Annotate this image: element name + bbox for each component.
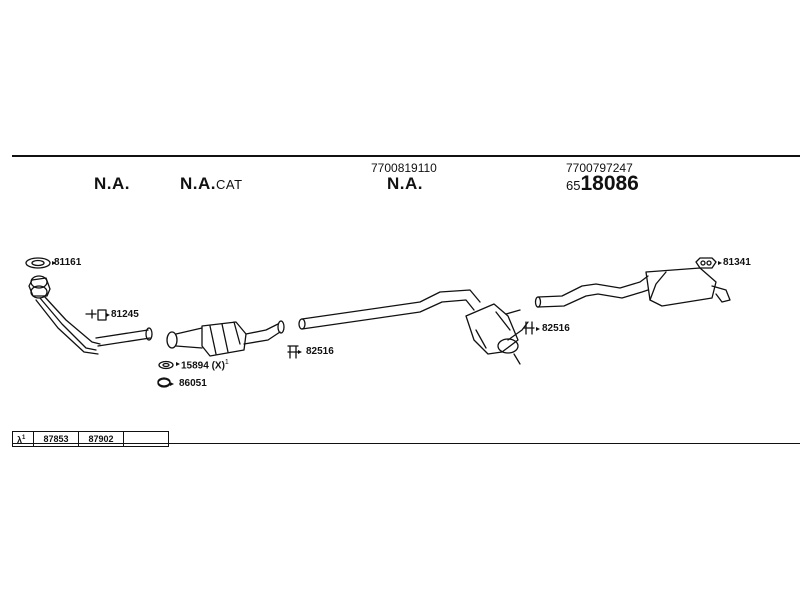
lambda-cell-1: 87853 bbox=[33, 431, 79, 447]
rear-silencer-number: 6518086 bbox=[566, 172, 639, 196]
lambda-sup: 1 bbox=[22, 435, 26, 441]
callout-81161: 81161 bbox=[54, 257, 82, 268]
callout-86051: 86051 bbox=[179, 378, 207, 389]
middle-part-number: 7700819110 bbox=[371, 161, 437, 175]
gasket-81161-icon bbox=[25, 257, 51, 269]
gasket-15894-icon bbox=[158, 360, 174, 370]
callout-15894-mark: 1 bbox=[224, 359, 229, 366]
callout-82516-left: 82516 bbox=[306, 346, 334, 357]
catalyst-suffix: CAT bbox=[216, 177, 243, 192]
ring-86051-icon bbox=[157, 377, 171, 388]
rear-part-number: 7700797247 bbox=[566, 161, 633, 175]
top-rule bbox=[12, 155, 800, 157]
bottom-rule bbox=[12, 443, 800, 444]
section-label-middle: N.A. bbox=[387, 174, 423, 193]
clamp-82516-right-icon bbox=[523, 321, 535, 335]
callout-81341: 81341 bbox=[723, 257, 751, 268]
lambda-cell-2: 87902 bbox=[78, 431, 124, 447]
rear-big-number: 18086 bbox=[580, 172, 639, 195]
section-label-front-pipe: N.A. bbox=[94, 174, 130, 193]
callout-15894: 15894 (X)1 bbox=[181, 359, 229, 371]
hanger-81341-icon bbox=[695, 257, 717, 269]
callout-15894-text: 15894 (X) bbox=[181, 360, 225, 372]
section-label-catalyst: N.A.CAT bbox=[180, 174, 243, 193]
clamp-81245-icon bbox=[85, 309, 107, 321]
middle-pipe-icon bbox=[298, 289, 529, 365]
lambda-cell-3 bbox=[123, 431, 169, 447]
lambda-sensor-table: λ1 87853 87902 bbox=[12, 431, 169, 447]
rear-silencer-icon bbox=[534, 267, 731, 308]
callout-82516-right: 82516 bbox=[542, 323, 570, 334]
rear-prefix: 65 bbox=[566, 178, 581, 193]
lambda-symbol: λ bbox=[17, 435, 23, 445]
lambda-symbol-cell: λ1 bbox=[12, 431, 34, 447]
catalytic-converter-icon bbox=[166, 320, 285, 357]
front-pipe-icon bbox=[28, 275, 153, 355]
clamp-82516-left-icon bbox=[287, 345, 299, 359]
callout-81245: 81245 bbox=[111, 309, 139, 320]
